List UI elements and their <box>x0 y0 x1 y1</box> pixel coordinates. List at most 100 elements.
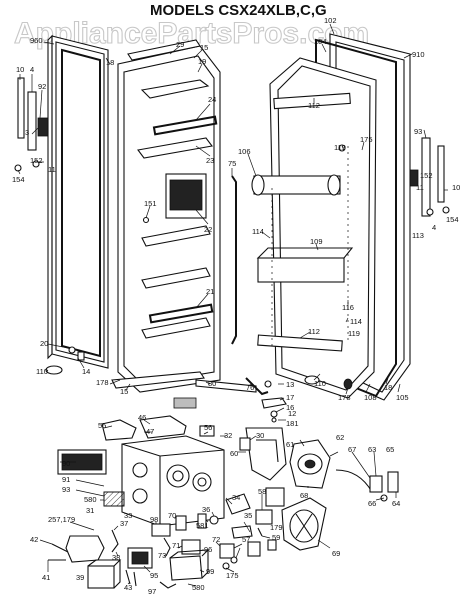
callout-43: 43 <box>124 583 132 592</box>
callout-38: 38 <box>112 553 120 562</box>
callout-33: 33 <box>124 511 132 520</box>
bracket-42 <box>65 535 105 563</box>
callout-63: 63 <box>368 445 376 454</box>
callout-46: 46 <box>138 413 146 422</box>
callout-42: 42 <box>30 535 38 544</box>
callout-59: 59 <box>272 533 280 542</box>
callout-62: 62 <box>336 433 344 442</box>
diagram-title: MODELS CSX24XLB,C,G <box>150 2 327 19</box>
callout-75: 75 <box>228 159 236 168</box>
callout-14: 14 <box>82 367 90 376</box>
fresh-door-liner <box>269 57 377 399</box>
callout-labels: 960 29 15 18 19 10 4 92 3 152 11 154 24 … <box>12 16 460 596</box>
callout-21: 21 <box>206 287 214 296</box>
callout-15a: 15 <box>200 43 208 52</box>
callout-15b: 15 <box>120 387 128 396</box>
callout-90: 90 <box>62 459 70 468</box>
callout-119a: 119 <box>334 143 346 152</box>
freezer-handle-trim <box>27 91 37 151</box>
fresh-food-door-assembly <box>251 33 450 401</box>
callout-66: 66 <box>368 499 376 508</box>
door-bar-112 <box>273 92 351 110</box>
hinge-cap-110b <box>304 375 320 385</box>
shroud-61 <box>245 427 287 481</box>
callout-93b: 93 <box>62 485 70 494</box>
callout-114b: 114 <box>350 317 362 326</box>
callout-13: 13 <box>286 380 294 389</box>
callout-112b: 112 <box>308 327 320 336</box>
fresh-handle-trim <box>437 145 445 203</box>
callout-60: 60 <box>230 449 238 458</box>
callout-102: 102 <box>324 16 337 25</box>
callout-18a: 18 <box>106 58 114 67</box>
freezer-door-assembly <box>14 34 237 393</box>
callout-65: 65 <box>386 445 394 454</box>
hinge-parts <box>195 377 287 423</box>
callout-64: 64 <box>392 499 400 508</box>
callout-4a: 4 <box>30 65 34 74</box>
callout-37: 37 <box>120 519 128 528</box>
callout-580b: 580 <box>192 583 205 592</box>
callout-114a: 114 <box>252 227 264 236</box>
callout-39: 39 <box>76 573 84 582</box>
callout-11: 11 <box>48 165 56 174</box>
door-bin-106 <box>253 175 341 195</box>
callout-178b: 178 <box>338 393 351 402</box>
callout-17: 17 <box>286 393 294 402</box>
machine-compartment-parts <box>48 397 399 589</box>
freezer-handle <box>17 77 25 139</box>
callout-106: 106 <box>238 147 251 156</box>
callout-11b: 11 <box>416 183 424 192</box>
callout-72: 72 <box>212 535 220 544</box>
callout-109: 109 <box>310 237 323 246</box>
callout-96: 96 <box>204 545 212 554</box>
callout-22: 22 <box>204 225 212 234</box>
callout-70: 70 <box>168 511 176 520</box>
door-bin-109 <box>257 257 345 283</box>
callout-61: 61 <box>286 440 294 449</box>
callout-152a: 152 <box>30 156 43 165</box>
callout-20: 20 <box>40 339 48 348</box>
callout-257-179: 257,179 <box>48 515 75 524</box>
callout-178a: 178 <box>96 378 109 387</box>
callout-56: 56 <box>204 423 212 432</box>
door-stop-20 <box>68 346 76 354</box>
callout-32: 32 <box>224 431 232 440</box>
part-55 <box>101 419 137 441</box>
callout-68: 68 <box>300 491 308 500</box>
callout-104: 104 <box>314 37 327 46</box>
callout-3: 3 <box>25 128 29 137</box>
callout-181: 181 <box>286 419 299 428</box>
hinge-bracket <box>261 397 287 409</box>
callout-41: 41 <box>42 573 50 582</box>
shelf-bar-24 <box>152 115 218 136</box>
callout-179: 179 <box>270 523 283 532</box>
callout-58: 58 <box>258 487 266 496</box>
freezer-door-gasket <box>61 48 101 358</box>
callout-175b: 175 <box>226 571 239 580</box>
callout-97: 97 <box>148 587 156 596</box>
rod-75 <box>231 175 237 345</box>
callout-10b: 10 <box>452 183 460 192</box>
callout-119b: 119 <box>348 329 360 338</box>
callout-581: 581 <box>196 521 209 530</box>
callout-10a: 10 <box>16 65 24 74</box>
callout-4b: 4 <box>432 223 436 232</box>
callout-113: 113 <box>412 231 424 240</box>
callout-154a: 154 <box>12 175 25 184</box>
callout-92: 92 <box>38 82 46 91</box>
shelf-bar-21 <box>148 303 214 324</box>
box-39 <box>87 565 115 589</box>
callout-98: 98 <box>150 515 158 524</box>
callout-112a: 112 <box>308 101 320 110</box>
callout-95: 95 <box>150 571 158 580</box>
callout-31: 31 <box>86 506 94 515</box>
callout-12: 12 <box>288 409 296 418</box>
callout-152b: 152 <box>420 171 433 180</box>
callout-36: 36 <box>202 505 210 514</box>
callout-580a: 580 <box>84 495 97 504</box>
callout-99: 99 <box>206 567 214 576</box>
hinge-cap-110 <box>45 365 63 375</box>
